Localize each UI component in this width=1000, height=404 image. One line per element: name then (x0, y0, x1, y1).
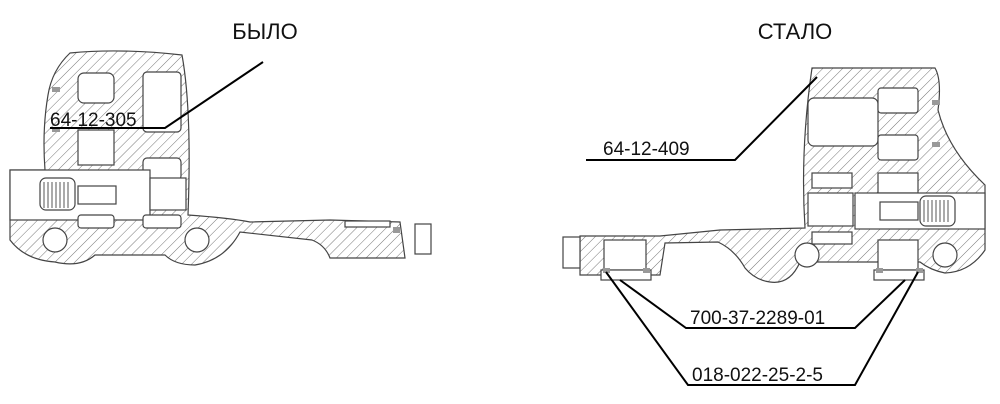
before-hole-1 (42, 227, 68, 253)
after-seal-2 (643, 268, 650, 273)
seal-label: 018-022-25-2-5 (692, 365, 823, 386)
after-plug (562, 236, 581, 269)
after-part-label: 64-12-409 (603, 139, 690, 160)
before-leader-line (50, 61, 264, 129)
after-assembly (562, 67, 986, 283)
after-seal-4 (916, 268, 923, 273)
before-plug (414, 223, 432, 255)
after-seal-6 (932, 142, 940, 147)
after-valve (879, 201, 919, 221)
after-pocket (807, 192, 854, 227)
before-assembly (9, 50, 432, 266)
after-seal-1 (603, 268, 610, 273)
after-bore-2 (877, 87, 919, 114)
after-title: СТАЛО (758, 19, 833, 44)
after-port-left (603, 239, 647, 271)
before-spring (39, 177, 76, 211)
after-bore-1 (807, 97, 879, 147)
after-flange-right (873, 269, 925, 281)
before-valve (77, 185, 117, 205)
after-hole-2 (932, 242, 958, 268)
after-bore-3 (877, 134, 919, 161)
after-port-right (877, 239, 919, 271)
before-slot (344, 220, 391, 228)
before-pocket (149, 177, 187, 211)
before-seal-2 (52, 127, 60, 132)
after-leader-line (586, 76, 818, 161)
before-seal-1 (52, 87, 60, 92)
after-seal-3 (876, 268, 883, 273)
adapter-leader-line (619, 279, 906, 329)
before-bore-3 (77, 129, 115, 166)
seal-leader-line (605, 271, 919, 386)
after-bore-4 (811, 172, 853, 189)
before-bore-5 (77, 214, 115, 229)
after-spring (919, 195, 956, 227)
before-title: БЫЛО (232, 19, 297, 44)
before-bore-1 (77, 72, 115, 104)
after-bore-6 (811, 231, 853, 245)
before-part-label: 64-12-305 (50, 110, 137, 131)
before-hole-2 (184, 227, 210, 253)
before-bore-2 (142, 71, 182, 133)
adapter-label: 700-37-2289-01 (690, 308, 825, 329)
after-seal-5 (932, 100, 940, 105)
before-bore-6 (142, 214, 182, 229)
before-seal-3 (393, 227, 400, 233)
after-hole-1 (794, 242, 820, 268)
after-flange-left (600, 269, 652, 281)
before-housing (9, 50, 406, 266)
after-bore-5 (877, 172, 919, 194)
